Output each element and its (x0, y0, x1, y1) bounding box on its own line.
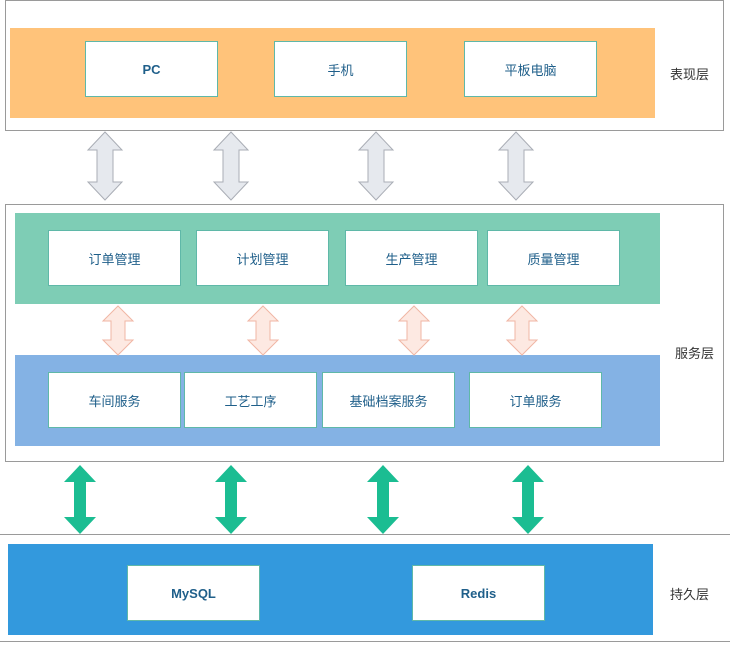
persistence-layer-label: 持久层 (670, 588, 710, 603)
presentation-layer-label: 表现层 (670, 68, 710, 83)
persistence-bottom-line (0, 641, 730, 642)
persistence-top-line (0, 534, 730, 535)
gray-double-arrow-2 (212, 131, 250, 201)
box-redis: Redis (412, 565, 545, 621)
green-double-arrow-4 (512, 465, 544, 534)
persistence-band (8, 544, 653, 635)
pink-double-arrow-4 (505, 305, 539, 356)
green-double-arrow-2 (215, 465, 247, 534)
gray-double-arrow-4 (497, 131, 535, 201)
box-mobile: 手机 (274, 41, 407, 97)
box-order-service: 订单服务 (469, 372, 602, 428)
box-plan-management: 计划管理 (196, 230, 329, 286)
service-layer-label: 服务层 (675, 347, 715, 362)
box-pc: PC (85, 41, 218, 97)
box-quality-management: 质量管理 (487, 230, 620, 286)
green-double-arrow-3 (367, 465, 399, 534)
pink-double-arrow-2 (246, 305, 280, 356)
box-order-management: 订单管理 (48, 230, 181, 286)
pink-double-arrow-3 (397, 305, 431, 356)
box-production-management: 生产管理 (345, 230, 478, 286)
box-workshop-service: 车间服务 (48, 372, 181, 428)
gray-double-arrow-3 (357, 131, 395, 201)
green-double-arrow-1 (64, 465, 96, 534)
pink-double-arrow-1 (101, 305, 135, 356)
gray-double-arrow-1 (86, 131, 124, 201)
box-process-procedure: 工艺工序 (184, 372, 317, 428)
box-mysql: MySQL (127, 565, 260, 621)
box-master-data-service: 基础档案服务 (322, 372, 455, 428)
box-tablet: 平板电脑 (464, 41, 597, 97)
